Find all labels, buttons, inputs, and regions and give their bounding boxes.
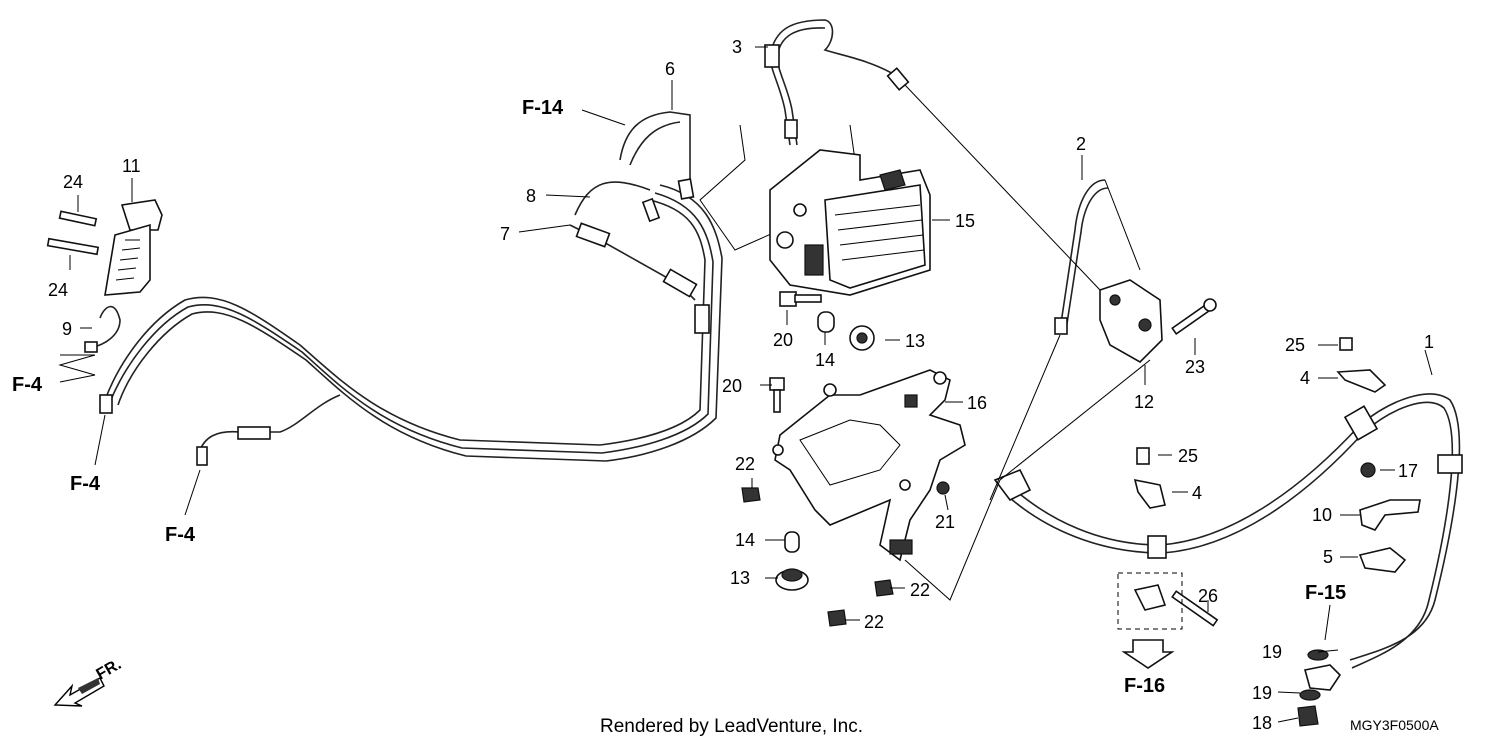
ref-f16: F-16 <box>1124 675 1165 697</box>
label-6: 6 <box>665 59 675 79</box>
ref-f4-c: F-4 <box>165 524 196 546</box>
label-15: 15 <box>955 211 975 231</box>
left-clamp-assembly <box>46 199 163 353</box>
brake-pipe-3 <box>764 19 910 146</box>
label-leaders <box>58 46 1433 723</box>
abs-bracket <box>772 369 966 562</box>
bracket-fasteners <box>741 291 950 627</box>
label-22b: 22 <box>910 580 930 600</box>
label-21: 21 <box>935 512 955 532</box>
ref-f4-a: F-4 <box>12 374 43 396</box>
label-2: 2 <box>1076 134 1086 154</box>
ref-f14: F-14 <box>522 97 564 119</box>
label-22a: 22 <box>735 454 755 474</box>
label-16: 16 <box>967 393 987 413</box>
label-14a: 14 <box>815 350 835 370</box>
label-19a: 19 <box>1262 642 1282 662</box>
label-26: 26 <box>1198 586 1218 606</box>
brake-pipe-bundle <box>99 111 723 466</box>
right-fittings <box>1117 337 1421 727</box>
label-25a: 25 <box>1285 335 1305 355</box>
label-22c: 22 <box>864 612 884 632</box>
label-13b: 13 <box>730 568 750 588</box>
label-14b: 14 <box>735 530 755 550</box>
proportioning-valve <box>904 84 1217 363</box>
label-8: 8 <box>526 186 536 206</box>
footer-credit: Rendered by LeadVenture, Inc. <box>600 716 863 737</box>
label-11: 11 <box>122 156 141 176</box>
brake-hose-1 <box>904 334 1463 669</box>
label-24b: 24 <box>48 280 68 300</box>
label-23: 23 <box>1185 357 1205 377</box>
label-7: 7 <box>500 224 510 244</box>
label-13a: 13 <box>905 331 925 351</box>
label-25b: 25 <box>1178 446 1198 466</box>
label-10: 10 <box>1312 505 1332 525</box>
label-1: 1 <box>1424 332 1434 352</box>
label-4b: 4 <box>1192 483 1202 503</box>
label-3: 3 <box>732 37 742 57</box>
label-17: 17 <box>1398 461 1418 481</box>
reference-labels: F-14 F-4 F-4 F-4 F-15 F-16 <box>12 97 1346 697</box>
label-19b: 19 <box>1252 683 1272 703</box>
label-20b: 20 <box>722 376 742 396</box>
front-arrow-icon <box>53 677 105 707</box>
label-18: 18 <box>1252 713 1272 733</box>
label-5: 5 <box>1323 547 1333 567</box>
ref-f4-b: F-4 <box>70 473 101 495</box>
label-24a: 24 <box>63 172 83 192</box>
label-4a: 4 <box>1300 368 1310 388</box>
label-20a: 20 <box>773 330 793 350</box>
ref-f15: F-15 <box>1305 582 1346 604</box>
diagram-code: MGY3F0500A <box>1350 717 1439 733</box>
label-12: 12 <box>1134 392 1154 412</box>
label-9: 9 <box>62 319 72 339</box>
abs-modulator <box>699 124 931 296</box>
part-labels: 1 2 3 4 4 5 6 7 8 9 10 11 12 13 13 14 14… <box>48 37 1434 733</box>
